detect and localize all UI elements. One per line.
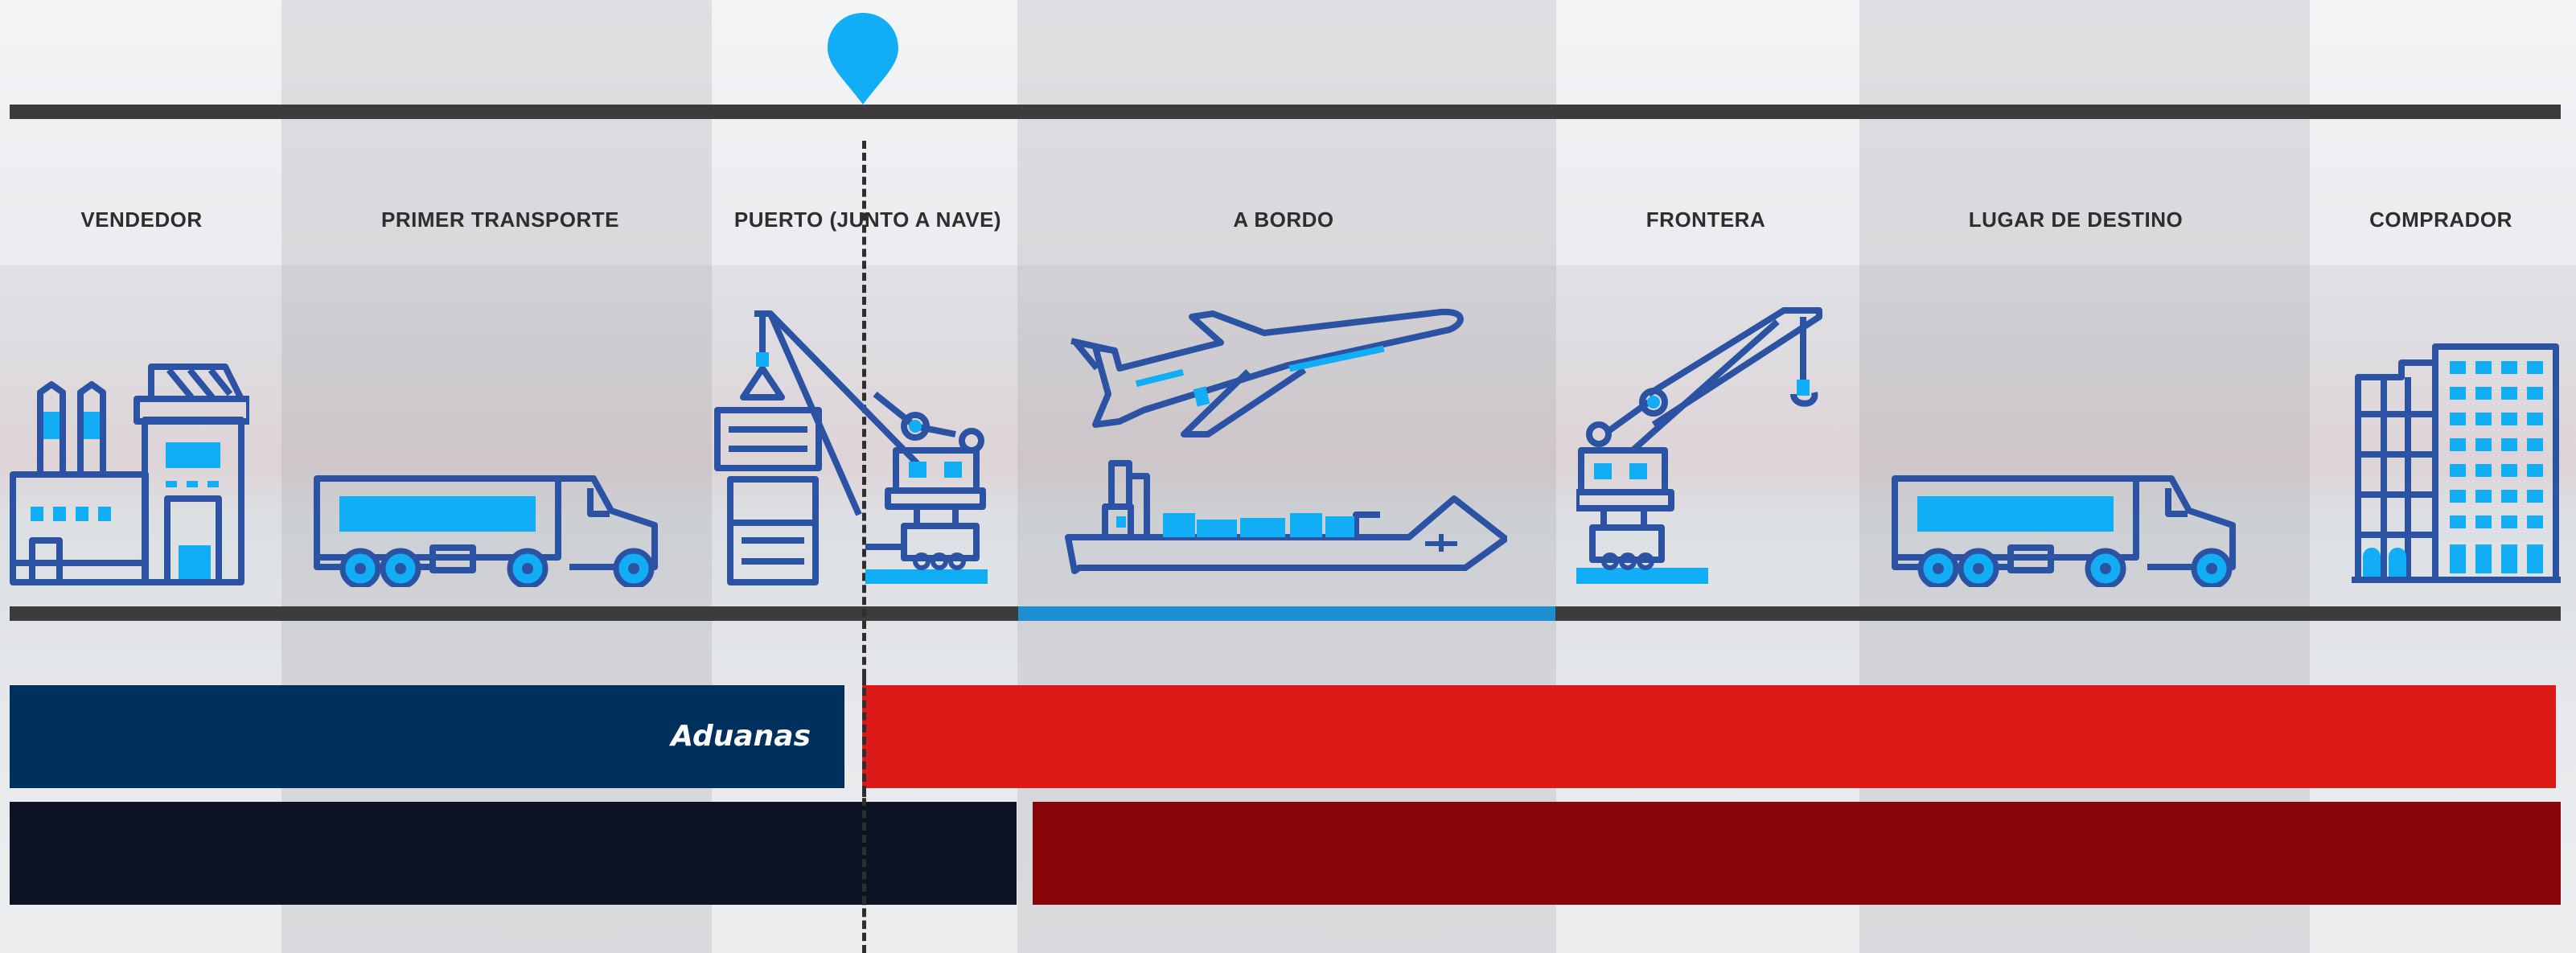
building-icon: [2352, 342, 2561, 583]
risk-transfer-line-overlay: [862, 676, 866, 953]
port-crane-icon: [714, 306, 997, 587]
plane-and-ship-icon: [1063, 306, 1507, 587]
stage-label-primer-transporte: PRIMER TRANSPORTE: [339, 207, 661, 232]
truck-icon: [1890, 470, 2248, 587]
stage-label-comprador: COMPRADOR: [2280, 207, 2576, 232]
stage-label-vendedor: VENDEDOR: [0, 207, 302, 232]
truck-icon: [312, 470, 670, 587]
buyer-risk-bar: [862, 685, 2556, 788]
factory-icon: [8, 362, 249, 587]
aduanas-label: Aduanas: [671, 685, 811, 788]
stage-label-lugar-destino: LUGAR DE DESTINO: [1915, 207, 2237, 232]
location-pin-icon: [826, 11, 900, 106]
buyer-cost-bar: [1033, 802, 2561, 905]
seller-risk-bar: Aduanas: [10, 685, 844, 788]
stage-label-frontera: FRONTERA: [1545, 207, 1867, 232]
crane-icon: [1576, 306, 1826, 587]
stage-label-puerto: PUERTO (JUNTO A NAVE): [707, 207, 1029, 232]
bottom-rail-accent-a-bordo: [1018, 606, 1555, 621]
stage-label-a-bordo: A BORDO: [1123, 207, 1444, 232]
top-rail: [10, 105, 2561, 119]
